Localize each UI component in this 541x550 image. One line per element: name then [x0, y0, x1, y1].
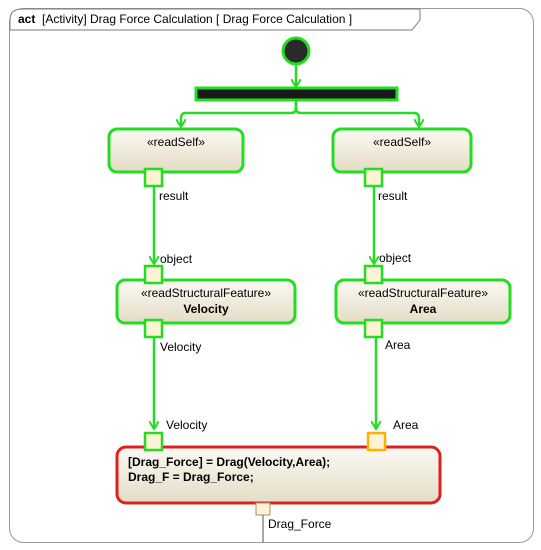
- area-output-pin-label: Area: [385, 338, 411, 352]
- velocity-action-name: Velocity: [183, 302, 229, 316]
- drag-input-pin-right[interactable]: [366, 431, 387, 452]
- drag-input-pin-left-label: Velocity: [166, 418, 207, 432]
- readself-left-output-pin[interactable]: [143, 167, 164, 188]
- readself-right-output-pin-label: result: [378, 189, 408, 203]
- frame-title: [Activity] Drag Force Calculation [ Drag…: [42, 12, 352, 26]
- velocity-input-pin[interactable]: [143, 264, 164, 285]
- drag-code-line-2: Drag_F = Drag_Force;: [128, 470, 254, 484]
- drag-action[interactable]: [115, 445, 442, 505]
- area-input-pin-label: object: [379, 251, 412, 265]
- velocity-action[interactable]: [115, 278, 297, 325]
- frame-keyword: act: [18, 12, 35, 26]
- drag-code-line-1: [Drag_Force] = Drag(Velocity,Area);: [128, 455, 330, 469]
- initial-node[interactable]: [281, 36, 311, 66]
- readself-right-output-pin[interactable]: [363, 167, 384, 188]
- area-output-pin[interactable]: [363, 318, 384, 339]
- drag-input-pin-right-label: Area: [393, 418, 419, 432]
- frame-title-tab: [9, 8, 421, 31]
- drag-output-pin[interactable]: [255, 502, 271, 516]
- drag-input-pin-left[interactable]: [143, 431, 164, 452]
- readself-left-stereotype: «readSelf»: [147, 135, 205, 149]
- velocity-output-pin[interactable]: [143, 318, 164, 339]
- readself-right-action[interactable]: [331, 127, 473, 174]
- readself-left-action[interactable]: [107, 127, 245, 174]
- area-input-pin[interactable]: [363, 264, 384, 285]
- velocity-output-pin-label: Velocity: [160, 340, 201, 354]
- velocity-input-pin-label: object: [160, 252, 193, 266]
- velocity-stereotype: «readStructuralFeature»: [141, 286, 271, 300]
- flow-fork-to-readself-right: [294, 100, 419, 127]
- readself-left-output-pin-label: result: [159, 189, 189, 203]
- area-action[interactable]: [334, 278, 512, 325]
- fork-node[interactable]: [194, 86, 399, 102]
- readself-right-stereotype: «readSelf»: [373, 135, 431, 149]
- area-stereotype: «readStructuralFeature»: [358, 286, 488, 300]
- drag-output-pin-label: Drag_Force: [268, 517, 332, 531]
- area-action-name: Area: [410, 302, 437, 316]
